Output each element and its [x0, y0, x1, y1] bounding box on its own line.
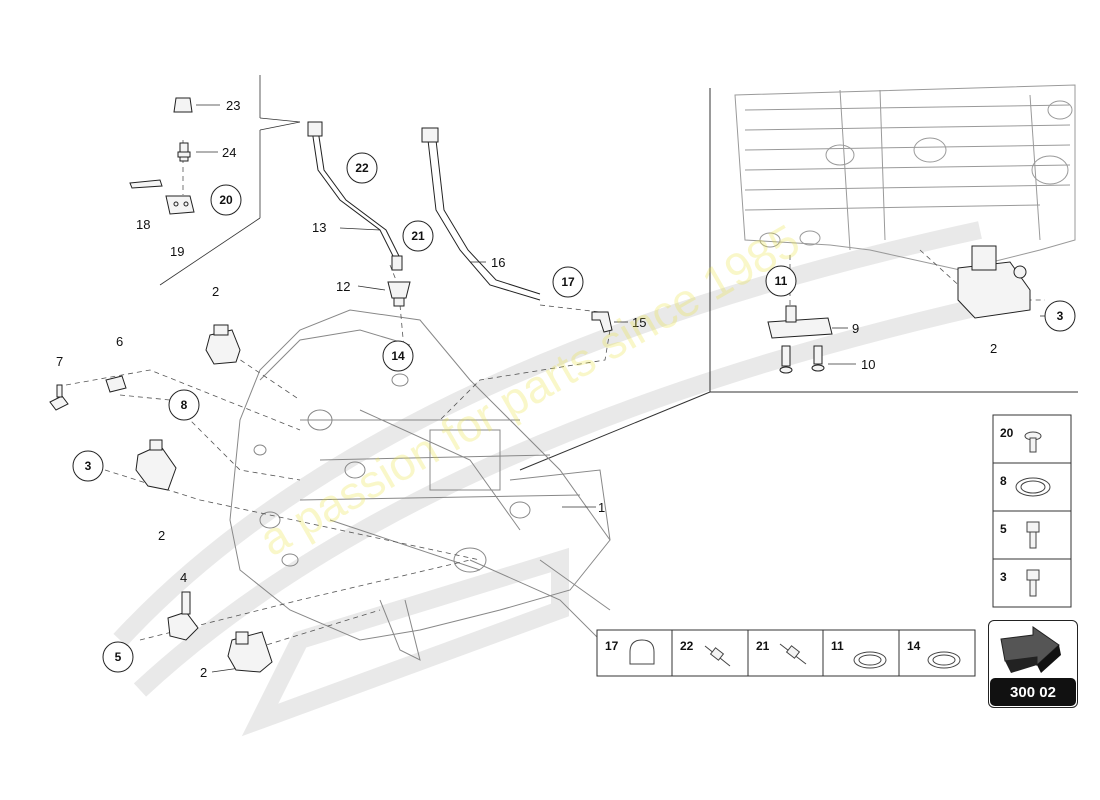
pin-connector-body-icon	[709, 647, 725, 661]
circle-label-8: 8	[181, 398, 188, 412]
bolt-shank-icon-2	[1029, 579, 1037, 597]
hose-clamp-icon	[629, 639, 655, 665]
part-2-sensor-lower	[227, 631, 273, 673]
pin-connector-body-icon-2	[785, 645, 801, 659]
circle-label-11: 11	[775, 274, 788, 288]
circle-label-3-left: 3	[85, 459, 92, 473]
inset-frame	[519, 88, 1078, 471]
bottom-legend-22: 22	[680, 639, 694, 653]
part-2-sensor-left	[135, 439, 177, 491]
label-19: 19	[170, 244, 184, 259]
o-ring-icon-inner	[1020, 480, 1046, 494]
bolt-head-icon-2	[1026, 569, 1040, 581]
bottom-legend-21: 21	[756, 639, 770, 653]
leader-lines	[159, 75, 1045, 673]
part-9-bracket	[767, 305, 833, 339]
bottom-legend-17: 17	[605, 639, 619, 653]
circle-label-20: 20	[219, 193, 233, 207]
part-18-clip	[129, 179, 163, 189]
label-4: 4	[180, 570, 187, 585]
label-23: 23	[226, 98, 240, 113]
part-16-breather-hose	[421, 127, 541, 301]
gearbox-housing-sketch	[229, 309, 611, 661]
bolt-shank-icon	[1029, 531, 1037, 549]
reference-code-badge: 300 02	[990, 678, 1076, 706]
label-12: 12	[336, 279, 350, 294]
arrow-icon	[1000, 626, 1061, 673]
part-10-bolts	[779, 345, 825, 374]
part-24-valve	[177, 142, 191, 162]
bottom-legend-14: 14	[907, 639, 921, 653]
circle-label-22: 22	[355, 161, 369, 175]
label-2-inset: 2	[990, 341, 997, 356]
o-ring-icon	[1015, 477, 1051, 497]
bolt-head-icon	[1026, 521, 1040, 533]
label-2-upper: 2	[212, 284, 219, 299]
bottom-legend-labels: 17 22 21 11 14	[605, 639, 921, 653]
label-6: 6	[116, 334, 123, 349]
side-legend-8: 8	[1000, 474, 1007, 488]
circle-label-21: 21	[411, 229, 425, 243]
side-legend-20: 20	[1000, 426, 1014, 440]
label-18: 18	[136, 217, 150, 232]
part-7-sensor-pin	[49, 384, 69, 411]
part-15-elbow	[591, 311, 613, 333]
o-ring-icon-14-inner	[932, 654, 956, 666]
part-2-sensor-upper	[205, 324, 241, 365]
part-23-cap	[173, 97, 193, 113]
bottom-legend-icons	[629, 639, 961, 669]
part-13-breather-hose	[307, 121, 403, 271]
screw-shank-icon	[1029, 437, 1037, 453]
label-13: 13	[312, 220, 326, 235]
side-legend-icons	[1015, 431, 1051, 597]
part-12-fitting	[387, 281, 411, 307]
watermark-logo	[113, 221, 1012, 737]
circle-label-3-inset: 3	[1057, 309, 1064, 323]
o-ring-icon-11	[853, 651, 887, 669]
label-7: 7	[56, 354, 63, 369]
part-6-plug	[105, 375, 127, 393]
circled-labels	[72, 152, 1076, 673]
label-10: 10	[861, 357, 875, 372]
part-19-bracket	[165, 195, 195, 215]
side-legend-3: 3	[1000, 570, 1007, 584]
side-legend-5: 5	[1000, 522, 1007, 536]
label-15: 15	[632, 315, 646, 330]
label-1: 1	[598, 500, 605, 515]
part-4-sensor	[167, 591, 199, 641]
part-2-sensor-inset	[957, 245, 1031, 319]
label-2-lower: 2	[200, 665, 207, 680]
label-16: 16	[491, 255, 505, 270]
label-24: 24	[222, 145, 236, 160]
circle-label-14: 14	[391, 349, 405, 363]
label-2-left: 2	[158, 528, 165, 543]
circled-label-texts: 20 22 21 17 14 8 3 5 11 3	[85, 161, 1064, 664]
bottom-legend	[596, 629, 976, 677]
circle-label-5: 5	[115, 650, 122, 664]
side-legend-labels: 20 8 5 3	[1000, 426, 1014, 584]
o-ring-icon-14	[927, 651, 961, 669]
bottom-legend-11: 11	[831, 639, 844, 653]
circle-label-17: 17	[561, 275, 575, 289]
label-9: 9	[852, 321, 859, 336]
part-number-labels: 23 24 18 19 13 12 16 15 2 6 7 2 1 4 2 9 …	[56, 98, 997, 680]
o-ring-icon-11-inner	[858, 654, 882, 666]
